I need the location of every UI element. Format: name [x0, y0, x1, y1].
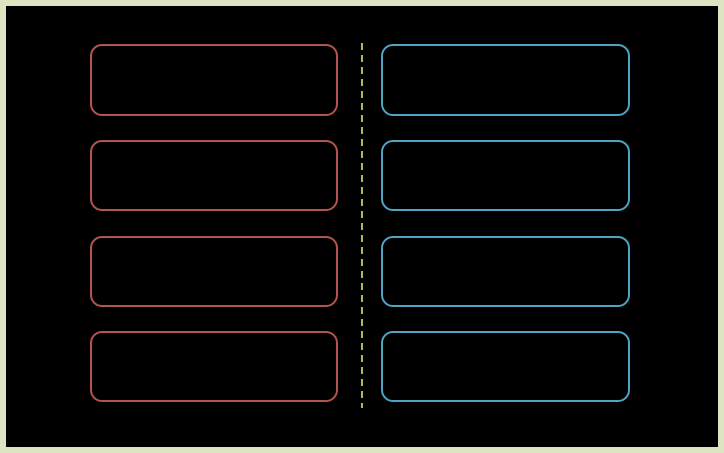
blue-box-4	[381, 331, 630, 402]
red-box-1-label	[92, 46, 336, 114]
red-box-2	[90, 140, 338, 211]
blue-box-2-label	[383, 142, 628, 209]
red-box-2-label	[92, 142, 336, 209]
red-box-4	[90, 331, 338, 402]
red-box-1	[90, 44, 338, 116]
red-box-3-label	[92, 238, 336, 305]
blue-box-1	[381, 44, 630, 116]
blue-box-4-label	[383, 333, 628, 400]
blue-box-3-label	[383, 238, 628, 305]
red-box-4-label	[92, 333, 336, 400]
blue-box-3	[381, 236, 630, 307]
blue-box-1-label	[383, 46, 628, 114]
red-box-3	[90, 236, 338, 307]
dashed-divider-line	[361, 43, 363, 408]
blue-box-2	[381, 140, 630, 211]
